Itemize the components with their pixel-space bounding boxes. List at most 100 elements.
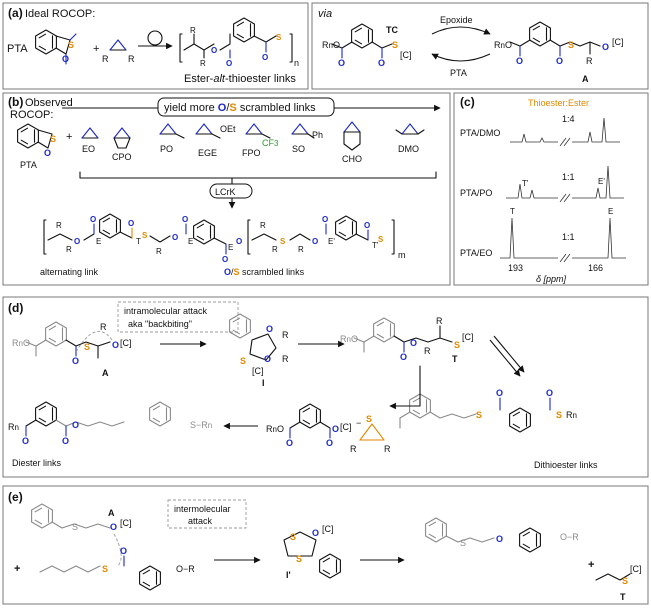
monomer-cho: CHO xyxy=(342,121,362,164)
svg-text:S: S xyxy=(84,342,90,352)
svg-text:S: S xyxy=(142,231,148,240)
svg-text:E: E xyxy=(96,237,101,246)
d-episulfide: S R R − xyxy=(350,414,391,454)
svg-text:CF3: CF3 xyxy=(262,138,279,148)
svg-text:EGE: EGE xyxy=(198,148,217,158)
svg-text:O−R: O−R xyxy=(176,564,195,574)
intermolecular-note-2: attack xyxy=(188,516,213,526)
d-diester-intermediate: O RnO O O [C] xyxy=(266,403,352,448)
svg-text:T: T xyxy=(136,237,141,246)
svg-text:O: O xyxy=(182,215,188,224)
svg-text:R: R xyxy=(298,245,304,254)
svg-text:[C]: [C] xyxy=(462,332,474,342)
svg-text:S: S xyxy=(622,576,628,586)
tc-structure: O RnO O S [C] TC xyxy=(322,23,412,68)
svg-text:T': T' xyxy=(522,179,529,188)
svg-text:S: S xyxy=(378,235,384,244)
svg-text:E: E xyxy=(228,243,233,252)
svg-text:1:4: 1:4 xyxy=(562,114,575,124)
svg-text:Ph: Ph xyxy=(312,130,323,140)
panel-c: (c) Thioester:Ester 1:4 PTA/DMO 1:1 PTA/… xyxy=(453,92,649,286)
svg-text:O: O xyxy=(516,56,523,66)
svg-text:O: O xyxy=(44,148,51,158)
e-reactant-b: S O O−R xyxy=(39,546,195,591)
svg-text:O: O xyxy=(128,219,134,228)
svg-text:DMO: DMO xyxy=(398,144,419,154)
pta-back-label: PTA xyxy=(450,68,467,78)
pta-structure-b: O S PTA xyxy=(17,123,56,170)
svg-text:S: S xyxy=(460,538,466,548)
svg-text:O: O xyxy=(286,438,293,448)
e-product-1: S O O−R xyxy=(425,517,579,553)
svg-text:RnO: RnO xyxy=(12,338,30,348)
svg-text:O: O xyxy=(312,237,318,246)
svg-text:O: O xyxy=(211,46,217,55)
svg-text:O: O xyxy=(120,546,127,556)
svg-text:S: S xyxy=(392,40,398,50)
monomer-po: PO xyxy=(159,123,185,154)
svg-text:O: O xyxy=(226,59,232,68)
svg-text:R: R xyxy=(272,245,278,254)
svg-text:S: S xyxy=(102,564,108,574)
tc-label: TC xyxy=(386,25,398,35)
svg-text:O: O xyxy=(112,340,119,350)
svg-text:S: S xyxy=(290,532,296,542)
monomer-eo: EO xyxy=(81,127,99,154)
yield-box: yield more O/S scrambled links xyxy=(164,102,316,114)
svg-text:A: A xyxy=(102,368,109,378)
svg-text:O: O xyxy=(110,522,117,532)
svg-text:n: n xyxy=(294,58,299,68)
ester-thioester-polymer: R R O O O S n xyxy=(179,17,299,68)
svg-text:R: R xyxy=(56,221,62,230)
svg-text:O: O xyxy=(172,233,178,242)
svg-text:[C]: [C] xyxy=(120,518,132,528)
svg-text:E': E' xyxy=(328,237,335,246)
svg-text:OEt: OEt xyxy=(220,124,236,134)
svg-text:R: R xyxy=(424,346,431,356)
backbiting-note-1: intramolecular attack xyxy=(124,306,208,316)
svg-text:A: A xyxy=(108,508,115,518)
catalyst-label: LCrK xyxy=(215,187,236,197)
svg-text:O: O xyxy=(546,388,553,398)
scrambled-polymer: RR O O E O T S R O O E O E O RR xyxy=(43,213,406,264)
svg-text:R: R xyxy=(282,330,289,340)
svg-text:O: O xyxy=(264,354,271,364)
d-structure-a: RnO O S O [C] R A xyxy=(12,321,132,378)
spectrum-po: 1:1 PTA/PO T' E' xyxy=(460,165,624,199)
svg-text:O: O xyxy=(602,42,609,52)
svg-text:R: R xyxy=(282,354,289,364)
svg-text:O: O xyxy=(62,436,69,446)
svg-text:R: R xyxy=(586,56,593,66)
panel-b: (b) Observed ROCOP: yield more O/S scram… xyxy=(2,92,451,286)
svg-text:S: S xyxy=(568,40,574,50)
epoxide-label: Epoxide xyxy=(440,15,473,25)
backbiting-note-2: aka "backbiting" xyxy=(128,319,192,329)
svg-text:R: R xyxy=(66,245,72,254)
svg-text:O: O xyxy=(312,528,319,538)
svg-text:O: O xyxy=(378,58,385,68)
ratio-header: Thioester:Ester xyxy=(528,98,589,108)
panel-a-letter: (a) xyxy=(8,6,23,20)
svg-text:S: S xyxy=(50,134,56,144)
svg-text:O: O xyxy=(222,255,228,264)
svg-text:R: R xyxy=(260,221,266,230)
catalyst-cycle-icon xyxy=(138,30,173,50)
svg-text:O: O xyxy=(400,352,407,362)
svg-text:I: I xyxy=(262,378,265,388)
rocop-title: ROCOP: xyxy=(10,109,53,121)
pta-label: PTA xyxy=(7,43,28,55)
svg-text:T': T' xyxy=(372,241,379,250)
svg-text:[C]: [C] xyxy=(400,50,412,60)
svg-text:PTA/EO: PTA/EO xyxy=(460,248,492,258)
svg-text:E: E xyxy=(188,237,193,246)
svg-text:O: O xyxy=(332,424,339,434)
svg-text:[C]: [C] xyxy=(252,366,264,376)
panel-e: (e) intermolecular attack S O [C] A + S … xyxy=(2,485,649,605)
svg-text:O: O xyxy=(74,237,80,246)
svg-text:[C]: [C] xyxy=(612,37,624,47)
svg-text:[C]: [C] xyxy=(340,422,352,432)
svg-text:O: O xyxy=(496,534,503,544)
